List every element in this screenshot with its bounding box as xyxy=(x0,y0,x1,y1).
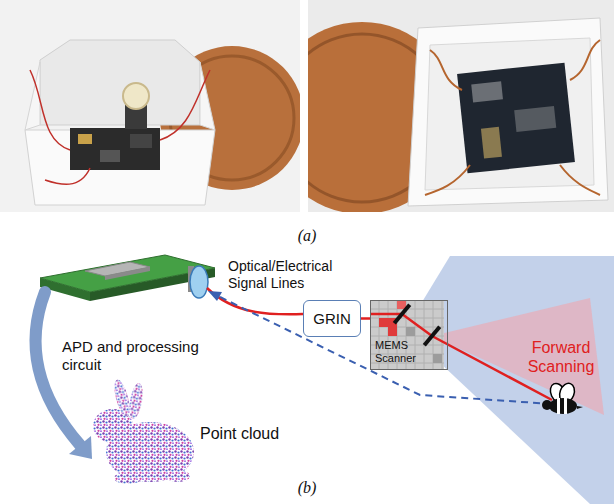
subfigure-label: (a) xyxy=(257,226,357,245)
return-beam xyxy=(214,294,552,404)
forward-scanning-label: Forward Scanning xyxy=(520,338,602,376)
optical-connector xyxy=(361,317,370,320)
laser-beam xyxy=(370,314,552,400)
node-text: MEMS Scanner xyxy=(375,339,441,365)
mems-scanner-box: MEMS Scanner xyxy=(370,300,448,370)
bee-target xyxy=(542,381,583,414)
photo-left xyxy=(0,0,300,212)
return-arrowhead xyxy=(208,291,222,301)
apd-circuit-label: APD and processing circuit xyxy=(62,338,212,374)
pcb-board xyxy=(40,255,215,301)
signal-lines-label: Optical/Electrical Signal Lines xyxy=(228,258,368,292)
point-cloud-label: Point cloud xyxy=(200,424,300,443)
subfigure-label: (b) xyxy=(257,478,357,497)
photo-right xyxy=(308,0,614,212)
scan-wedge xyxy=(432,298,604,415)
mirror xyxy=(393,304,411,325)
process-arrowhead xyxy=(69,436,92,459)
point-cloud-bunny xyxy=(93,378,194,484)
fiber-line xyxy=(207,288,303,314)
grin-lens-box: GRIN xyxy=(303,300,361,337)
field-of-view xyxy=(405,256,614,504)
mirror xyxy=(423,326,441,347)
node-text: GRIN xyxy=(313,310,351,327)
mems-grid xyxy=(370,300,444,370)
